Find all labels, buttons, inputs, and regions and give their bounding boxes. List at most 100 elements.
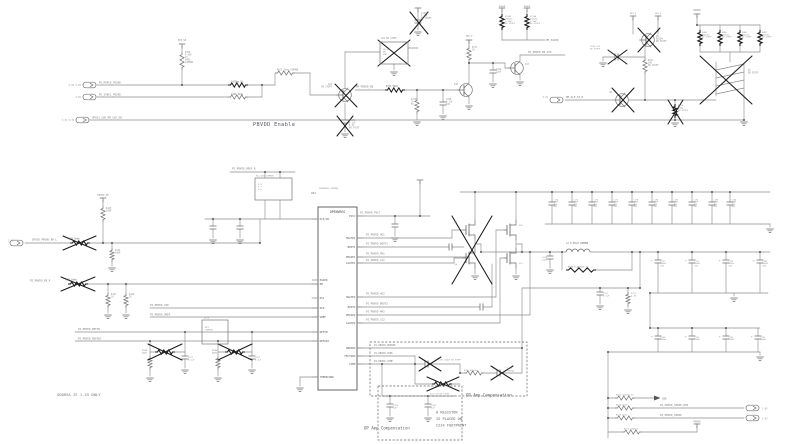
resistor [696, 30, 704, 46]
net-arrow-icon [654, 395, 661, 401]
ic-outline [317, 206, 358, 391]
dnp-x-mark [377, 39, 411, 67]
junction-dot [725, 327, 727, 329]
net-label: OPENVREG COMMON [319, 188, 339, 190]
junction-dot [657, 251, 659, 253]
ic-pin-label: PVCC [349, 214, 356, 218]
net-label: Q10 [519, 225, 524, 227]
dnp-x-mark [451, 215, 493, 285]
resistor [228, 81, 248, 89]
dashed-group-box [369, 341, 528, 397]
resistor [615, 405, 635, 411]
junction-dot [644, 99, 646, 101]
net-connector-chevron-icon [89, 94, 94, 100]
net-label: 3V3_S5 [178, 39, 187, 42]
junction-dot [515, 191, 517, 193]
net-label: Q17 [525, 63, 530, 66]
net-label: 347Ohm 1% [231, 81, 244, 84]
junction-dot [521, 251, 523, 253]
ic-pin-label: OCS/CR [320, 217, 330, 221]
resistor [100, 206, 106, 222]
junction-dot [725, 251, 727, 253]
net-label: P2_PBVDD_PH2 [366, 310, 385, 314]
net-label: P2_PBVDD_HG1 [366, 233, 385, 237]
net-label: R11 DIV COMMON [256, 176, 274, 178]
net-label: R524 0ohm [616, 405, 628, 407]
net-label: P5_MVPC8_PGOOD [99, 81, 121, 85]
junction-dot [521, 347, 523, 349]
resistor-note-line3: C224 FOOTPRINT [436, 424, 467, 428]
resistor [104, 293, 112, 308]
net-label: P2_PBVDD_BOOT2 [366, 302, 388, 306]
opamp-compensation-label-bottom: OP Amp Compensation [364, 426, 410, 431]
net-label: P2_PBVDD_VREF [150, 313, 171, 317]
junction-dot [381, 363, 383, 365]
ic-pin-label: BOOT2 [348, 305, 356, 309]
junction-dot [649, 327, 651, 329]
wire [715, 87, 745, 95]
resistor-note-line2: IS PLACED ON [436, 417, 462, 421]
ic-pin-label: THERM/GND [320, 375, 334, 379]
net-connector [82, 93, 97, 101]
opamp-compensation-label-right: OP Amp Compensation [466, 393, 512, 398]
ic-pin-label: VREF [320, 315, 327, 319]
junction-dot [671, 191, 673, 193]
junction-dot [279, 171, 281, 173]
junction-dot [743, 119, 745, 121]
npn-transistor [463, 82, 470, 89]
net-label: Q8 [454, 222, 457, 224]
net-label: R525 0ohm [616, 415, 628, 417]
resistor [122, 293, 130, 308]
net-label: R219 [204, 318, 210, 320]
npn-transistor [342, 87, 349, 94]
inductor [565, 248, 591, 253]
junction-dot [691, 251, 693, 253]
net-label: GND [662, 398, 667, 401]
ic-pin-label: HGATE2 [346, 295, 356, 299]
dnp-x-mark [217, 343, 253, 361]
junction-dot [149, 340, 151, 342]
net-label: P2_PBVDD_VREF_R [232, 167, 256, 171]
junction-dot [611, 191, 613, 193]
resistor [615, 415, 635, 421]
polarity-mark: + [719, 260, 721, 263]
junction-dot [674, 99, 676, 101]
ic-pin-label: EN [320, 282, 324, 286]
resistor-note-line1: A RESISTOR [436, 411, 458, 415]
junction-dot [474, 191, 476, 193]
junction-dot [657, 327, 659, 329]
junction-dot [251, 331, 253, 333]
ic-pin-label: REFADJ [320, 339, 330, 343]
junction-dot [631, 191, 633, 193]
junction-dot [551, 191, 553, 193]
net-connector-chevron-icon [556, 97, 561, 103]
junction-dot [261, 84, 263, 86]
ic-pin-label: HGATE1 [346, 236, 356, 240]
junction-dot [651, 191, 653, 193]
net-label: P2_PBVDD_COMP [374, 360, 393, 363]
junction-dot [212, 218, 214, 220]
resistor [464, 370, 484, 376]
npn-transistor [463, 91, 470, 98]
net-label: R520 0.002ohm 1% [568, 266, 589, 269]
component-box [201, 319, 229, 345]
junction-dot [416, 89, 418, 91]
net-label: P2_PBVDD_SENSE [660, 413, 682, 417]
junction-dot [549, 251, 551, 253]
net-label: 3432 2ohm [231, 93, 244, 96]
resistor [275, 70, 295, 76]
dashed-group-box [377, 385, 463, 441]
